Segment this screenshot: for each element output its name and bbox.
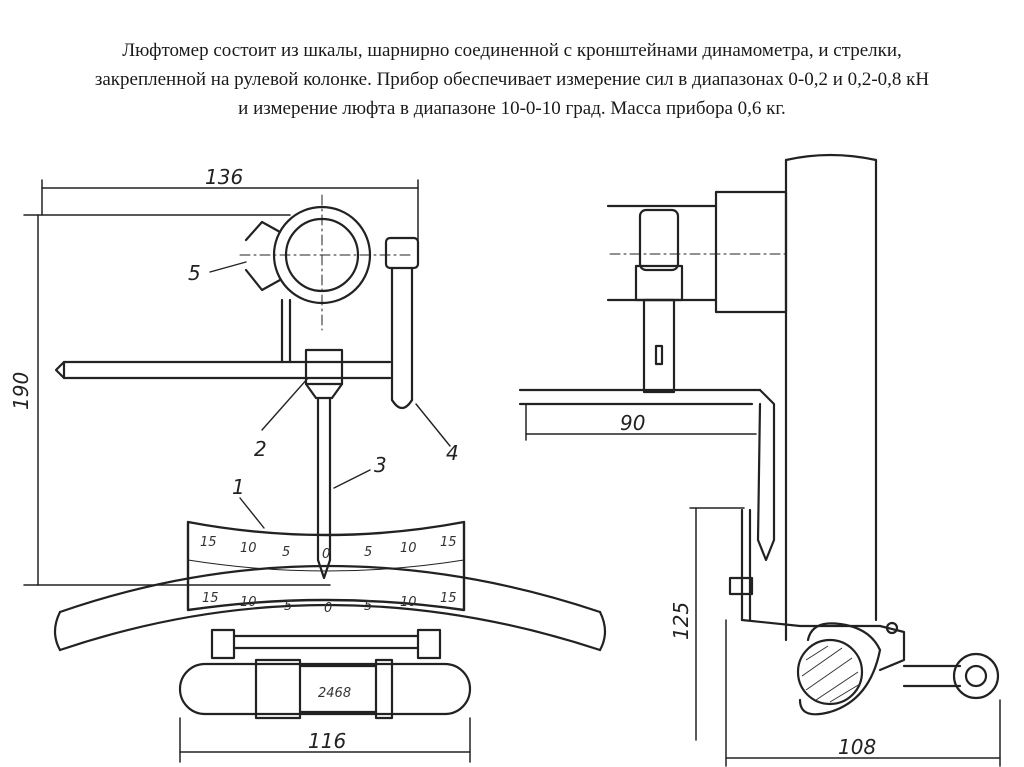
- scale-bottom-2: 5: [284, 599, 292, 614]
- caption-line-1: Люфтомер состоит из шкалы, шарнирно соед…: [122, 40, 902, 61]
- dim-arm: 90: [620, 411, 645, 435]
- callout-1: 1: [232, 475, 245, 499]
- scale-top-4: 5: [364, 545, 372, 560]
- dim-left: 190: [9, 372, 33, 410]
- callout-5: 5: [188, 261, 201, 285]
- scale-bottom-4: 5: [364, 599, 372, 614]
- scale-top-1: 10: [240, 541, 257, 556]
- caption-line-3: и измерение люфта в диапазоне 10-0-10 гр…: [238, 98, 786, 119]
- callout-4: 4: [446, 441, 459, 465]
- scale-bottom-6: 15: [440, 591, 457, 606]
- dim-height: 125: [669, 602, 693, 640]
- dim-bottom-right: 108: [838, 735, 876, 759]
- callout-3: 3: [374, 453, 387, 477]
- dynamometer-label: 2468: [318, 686, 351, 701]
- scale-bottom-0: 15: [202, 591, 219, 606]
- scale-bottom-row: 15 10 5 0 5 10 15: [202, 591, 457, 616]
- scale-bottom-5: 10: [400, 595, 417, 610]
- dim-bottom-left: 116: [308, 729, 346, 753]
- caption: Люфтомер состоит из шкалы, шарнирно соед…: [0, 36, 1024, 123]
- scale-top-6: 15: [440, 535, 457, 550]
- scale-top-5: 10: [400, 541, 417, 556]
- scale-top-row: 15 10 5 0 5 10 15: [200, 535, 457, 562]
- callout-2: 2: [254, 437, 267, 461]
- caption-line-2: закрепленной на рулевой колонке. Прибор …: [94, 69, 930, 90]
- dim-top-left: 136: [205, 165, 243, 189]
- scale-top-0: 15: [200, 535, 217, 550]
- scale-bottom-3: 0: [324, 601, 332, 616]
- scale-bottom-1: 10: [240, 595, 257, 610]
- scale-top-2: 5: [282, 545, 290, 560]
- scale-top-3: 0: [322, 547, 330, 562]
- left-view: [23, 179, 607, 763]
- right-view: [518, 153, 1001, 767]
